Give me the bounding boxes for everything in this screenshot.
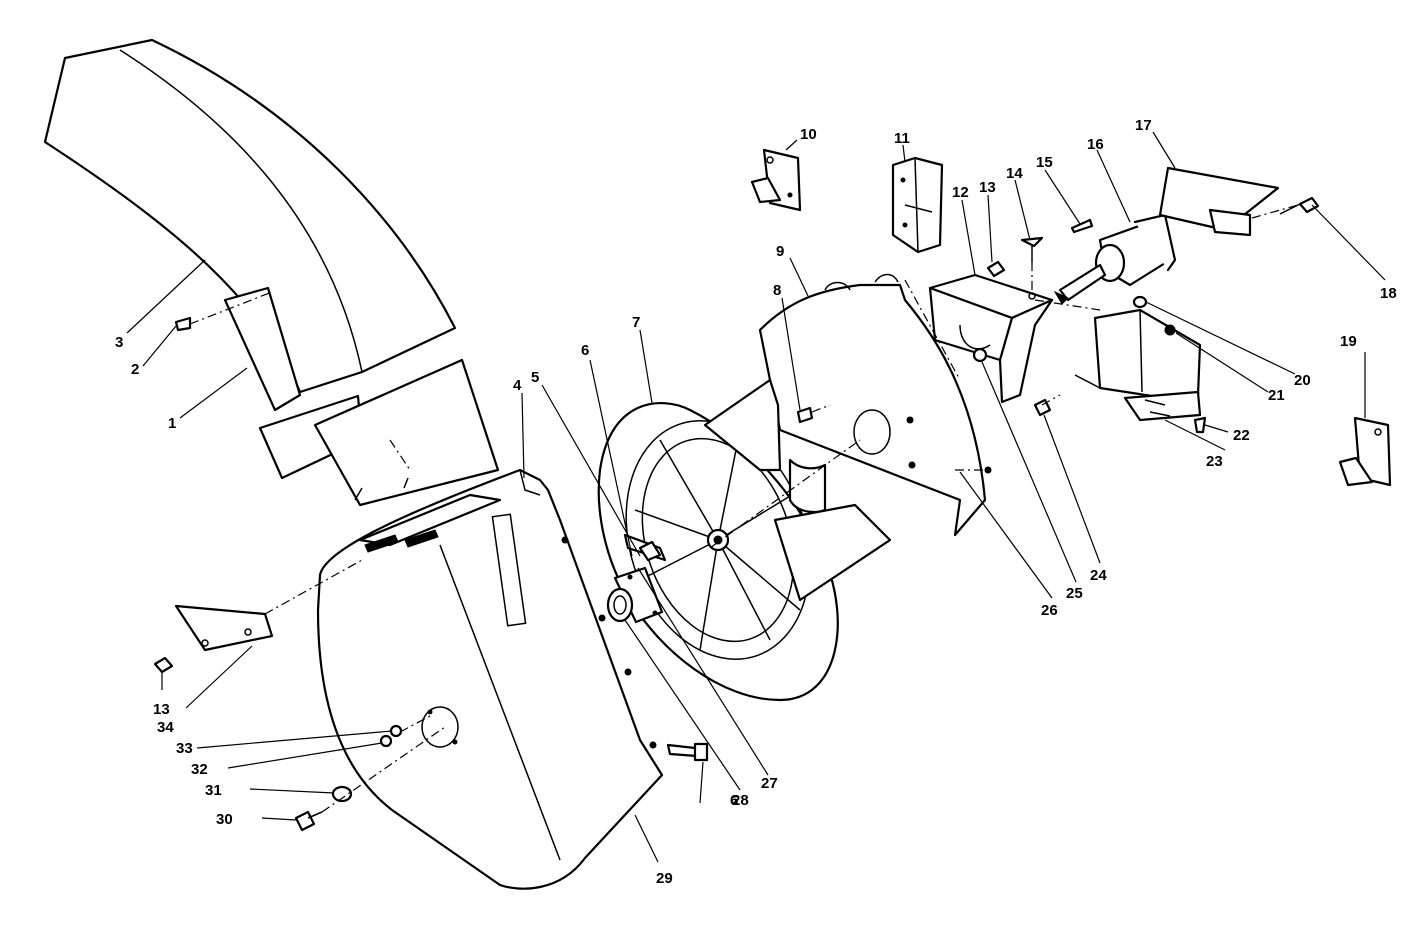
- top-bracket: [928, 273, 1054, 404]
- callout-22: 22: [1233, 427, 1250, 444]
- callout-26: 26: [1041, 602, 1058, 619]
- callout-27: 27: [761, 775, 778, 792]
- chute-deflector: [223, 286, 500, 507]
- callout-12: 12: [952, 184, 969, 201]
- callout-2: 2: [131, 361, 139, 378]
- callout-32: 32: [191, 761, 208, 778]
- callout-23: 23: [1206, 453, 1223, 470]
- callout-labels: 1 2 3 4 5 6 6 7 8 9 10 11 12 13 13 14 15…: [115, 117, 1397, 887]
- callout-13-bottom: 13: [153, 701, 170, 718]
- callout-18: 18: [1380, 285, 1397, 302]
- bracket-23: [1074, 308, 1202, 422]
- backing-plate: [703, 273, 992, 602]
- callout-33: 33: [176, 740, 193, 757]
- hardware: [153, 196, 1320, 832]
- callout-1: 1: [168, 415, 176, 432]
- callout-6-upper: 6: [581, 342, 589, 359]
- discharge-chute: [43, 38, 457, 394]
- gearbox-assembly: [1053, 213, 1177, 305]
- callout-20: 20: [1294, 372, 1311, 389]
- callout-6-lower: 6: [730, 792, 738, 809]
- callout-8: 8: [773, 282, 781, 299]
- bracket-plate-19: [1338, 416, 1392, 487]
- callout-34: 34: [157, 719, 174, 736]
- blower-housing: [316, 468, 664, 890]
- callout-4: 4: [513, 377, 522, 394]
- callout-28: 28: [732, 792, 749, 809]
- callout-31: 31: [205, 782, 222, 799]
- mounting-bracket-11: [891, 156, 944, 254]
- bearing-hub: [606, 566, 664, 624]
- callout-29: 29: [656, 870, 673, 887]
- callout-30: 30: [216, 811, 233, 828]
- callout-24: 24: [1090, 567, 1107, 584]
- callout-10: 10: [800, 126, 817, 143]
- callout-17: 17: [1135, 117, 1152, 134]
- callout-5: 5: [531, 369, 539, 386]
- callout-16: 16: [1087, 136, 1104, 153]
- callout-3: 3: [115, 334, 123, 351]
- mounting-plate-17: [1158, 166, 1280, 237]
- callout-14: 14: [1006, 165, 1023, 182]
- bracket-plate-10: [750, 148, 802, 212]
- callout-7: 7: [632, 314, 640, 331]
- callout-19: 19: [1340, 333, 1357, 350]
- callout-21: 21: [1268, 387, 1285, 404]
- callout-9: 9: [776, 243, 784, 260]
- callout-13-top: 13: [979, 179, 996, 196]
- callout-25: 25: [1066, 585, 1083, 602]
- leader-lines: [126, 131, 1386, 863]
- impeller-spokes: [634, 429, 801, 651]
- mounting-studs: [364, 529, 439, 553]
- side-plate: [174, 604, 274, 652]
- assembly-centerlines: [189, 204, 1299, 813]
- callout-15: 15: [1036, 154, 1053, 171]
- callout-11: 11: [894, 130, 910, 147]
